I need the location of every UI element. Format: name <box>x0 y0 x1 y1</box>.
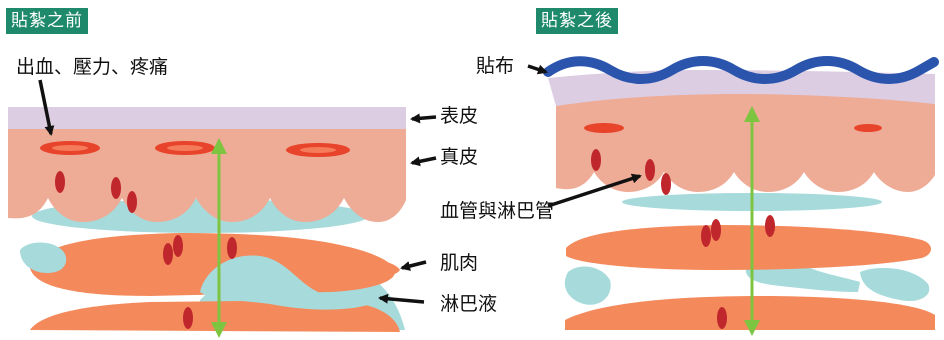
after-muscle-upper <box>566 225 931 270</box>
before-muscle-tendon <box>365 260 400 277</box>
after-heading: 貼紮之後 <box>536 8 618 34</box>
after-dermis <box>556 93 935 192</box>
muscle-label: 肌肉 <box>440 252 478 274</box>
before-epidermis <box>8 107 406 129</box>
bleeding-pressure-pain-label: 出血、壓力、疼痛 <box>16 56 168 78</box>
after-lymph-right <box>860 268 929 301</box>
vessels-lymphatics-label: 血管與淋巴管 <box>440 200 554 222</box>
lymph-fluid-label: 淋巴液 <box>440 293 497 315</box>
before-panel <box>8 107 406 338</box>
before-heading: 貼紮之前 <box>6 8 88 34</box>
dermis-label: 真皮 <box>440 146 478 168</box>
tape-label: 貼布 <box>476 55 514 77</box>
after-panel <box>548 61 935 336</box>
epidermis-label: 表皮 <box>440 105 478 127</box>
after-lymph-bottom <box>565 266 611 304</box>
